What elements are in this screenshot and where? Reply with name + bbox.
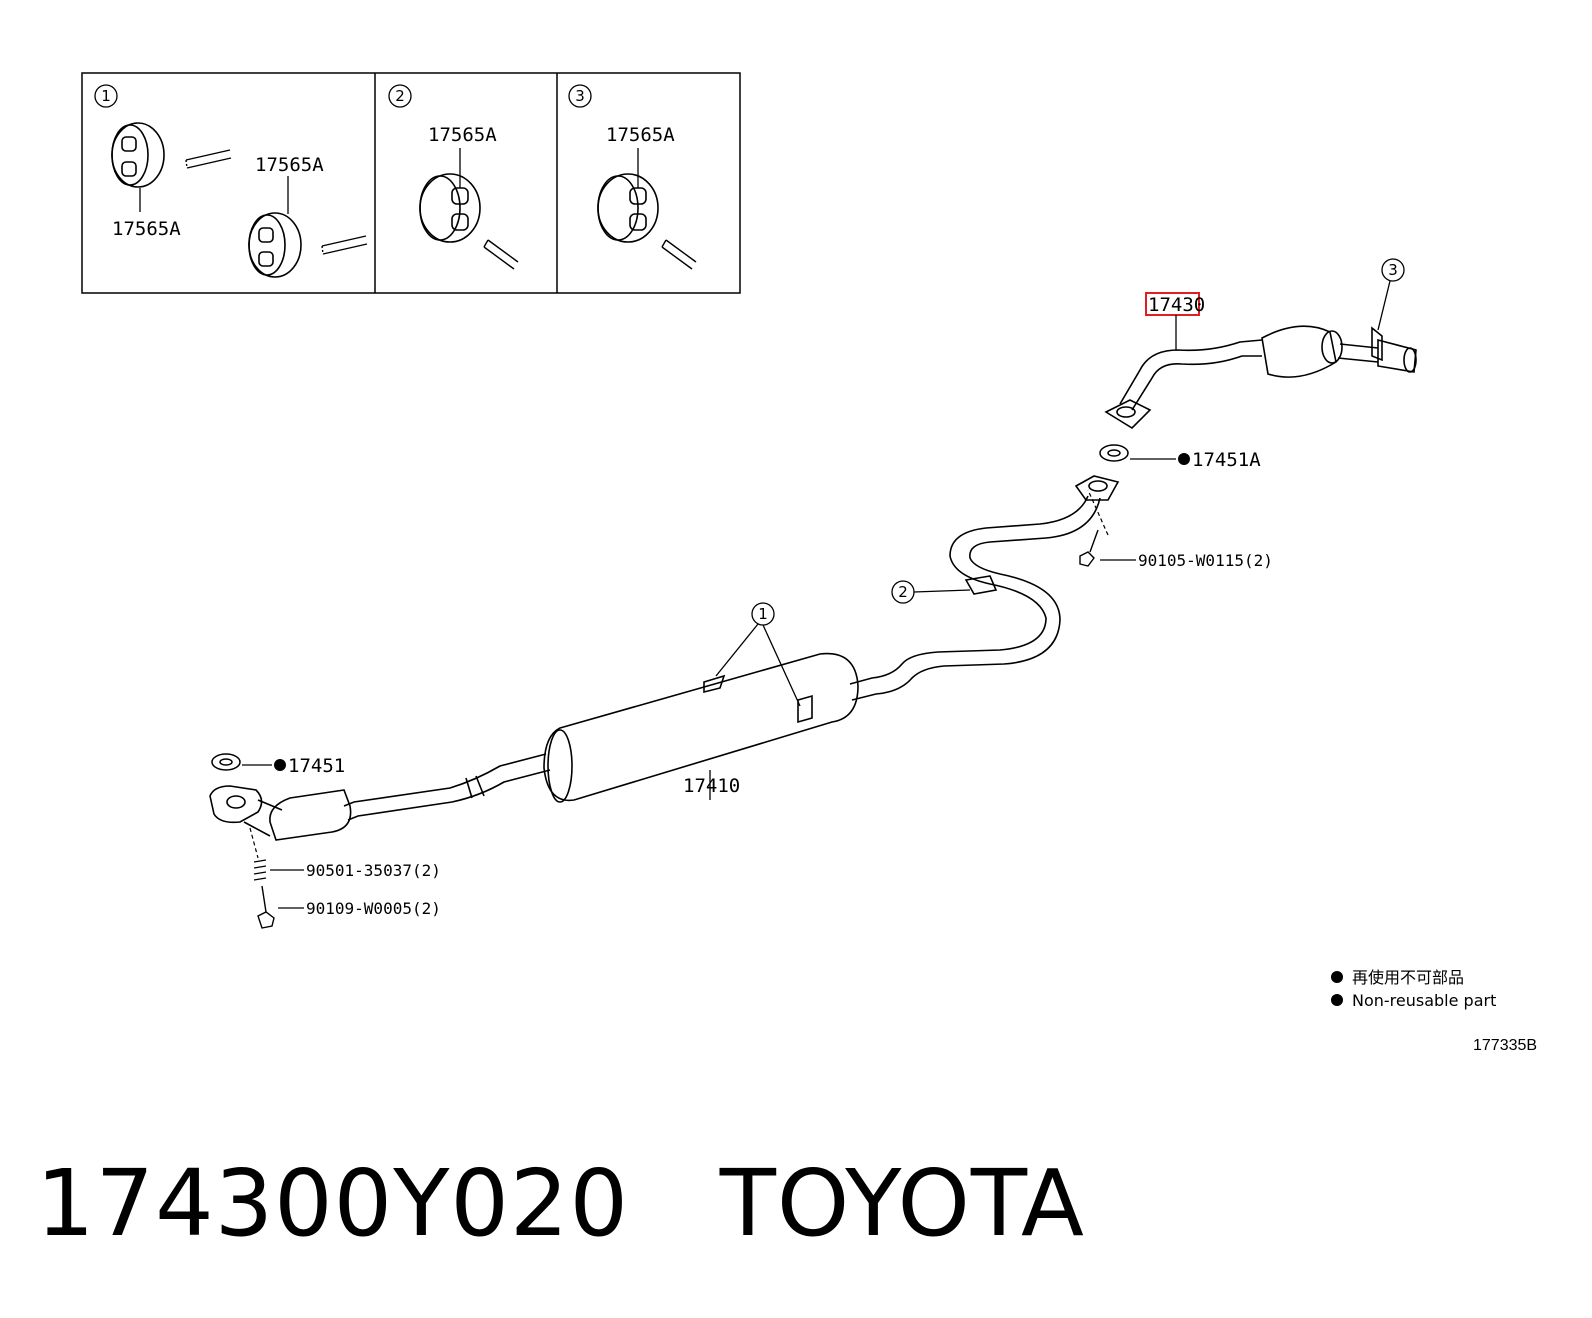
gasket-icon	[211, 753, 241, 771]
inset-box	[81, 72, 741, 294]
tail-pipe-label: 17430	[1148, 294, 1205, 316]
page-title: 174300Y020 TOYOTA	[36, 1150, 1085, 1257]
panel-1-number-circle	[94, 84, 118, 108]
rubber-hanger-icon	[248, 212, 302, 278]
inset-panel-3: 3 17565A	[568, 84, 697, 270]
pin-icon	[321, 235, 368, 255]
gasket-a-label: 17451A	[1192, 449, 1261, 471]
panel-1-top-label: 17565A	[255, 154, 324, 176]
panel-3-number-circle	[568, 84, 592, 108]
rubber-hanger-icon	[419, 173, 481, 243]
callout-2-number: 2	[898, 583, 908, 601]
center-pipe-assembly	[209, 475, 1120, 841]
pin-icon	[483, 239, 519, 270]
panel-2-number: 2	[395, 87, 405, 105]
bolt-a-label: 90105-W0115(2)	[1138, 551, 1273, 570]
legend-dot-en	[1331, 994, 1343, 1006]
callout-1-number: 1	[758, 605, 768, 623]
legend-jp: 再使用不可部品	[1352, 968, 1464, 987]
legend-en: Non-reusable part	[1352, 991, 1496, 1010]
tail-pipe-assembly	[1104, 325, 1417, 430]
panel-1-bottom-label: 17565A	[112, 218, 181, 240]
rubber-hanger-icon	[111, 122, 165, 188]
figure-code: 177335B	[1473, 1037, 1537, 1054]
bolt-label: 90109-W0005(2)	[306, 899, 441, 918]
panel-1-number: 1	[101, 87, 111, 105]
panel-3-label: 17565A	[606, 124, 675, 146]
callout-3-circle	[1381, 258, 1405, 282]
inset-panel-1: 1 17565A 17565A	[94, 84, 368, 278]
panel-2-label: 17565A	[428, 124, 497, 146]
callout-3-number: 3	[1388, 261, 1398, 279]
pin-icon	[661, 239, 697, 270]
spring-label: 90501-35037(2)	[306, 861, 441, 880]
highlight-box	[1145, 292, 1200, 316]
panel-2-number-circle	[388, 84, 412, 108]
panel-3-number: 3	[575, 87, 585, 105]
pin-icon	[185, 149, 232, 169]
rubber-hanger-icon	[597, 173, 659, 243]
gasket-a-icon	[1099, 444, 1129, 462]
legend-dot-jp	[1331, 971, 1343, 983]
non-reusable-dot	[274, 759, 286, 771]
bolt-icon	[1079, 529, 1099, 567]
inset-panel-2: 2 17565A	[388, 84, 519, 270]
center-pipe-label: 17410	[683, 775, 740, 797]
non-reusable-dot	[1178, 453, 1190, 465]
gasket-label: 17451	[288, 755, 345, 777]
bolt-icon	[257, 885, 275, 929]
spring-icon	[253, 859, 267, 881]
